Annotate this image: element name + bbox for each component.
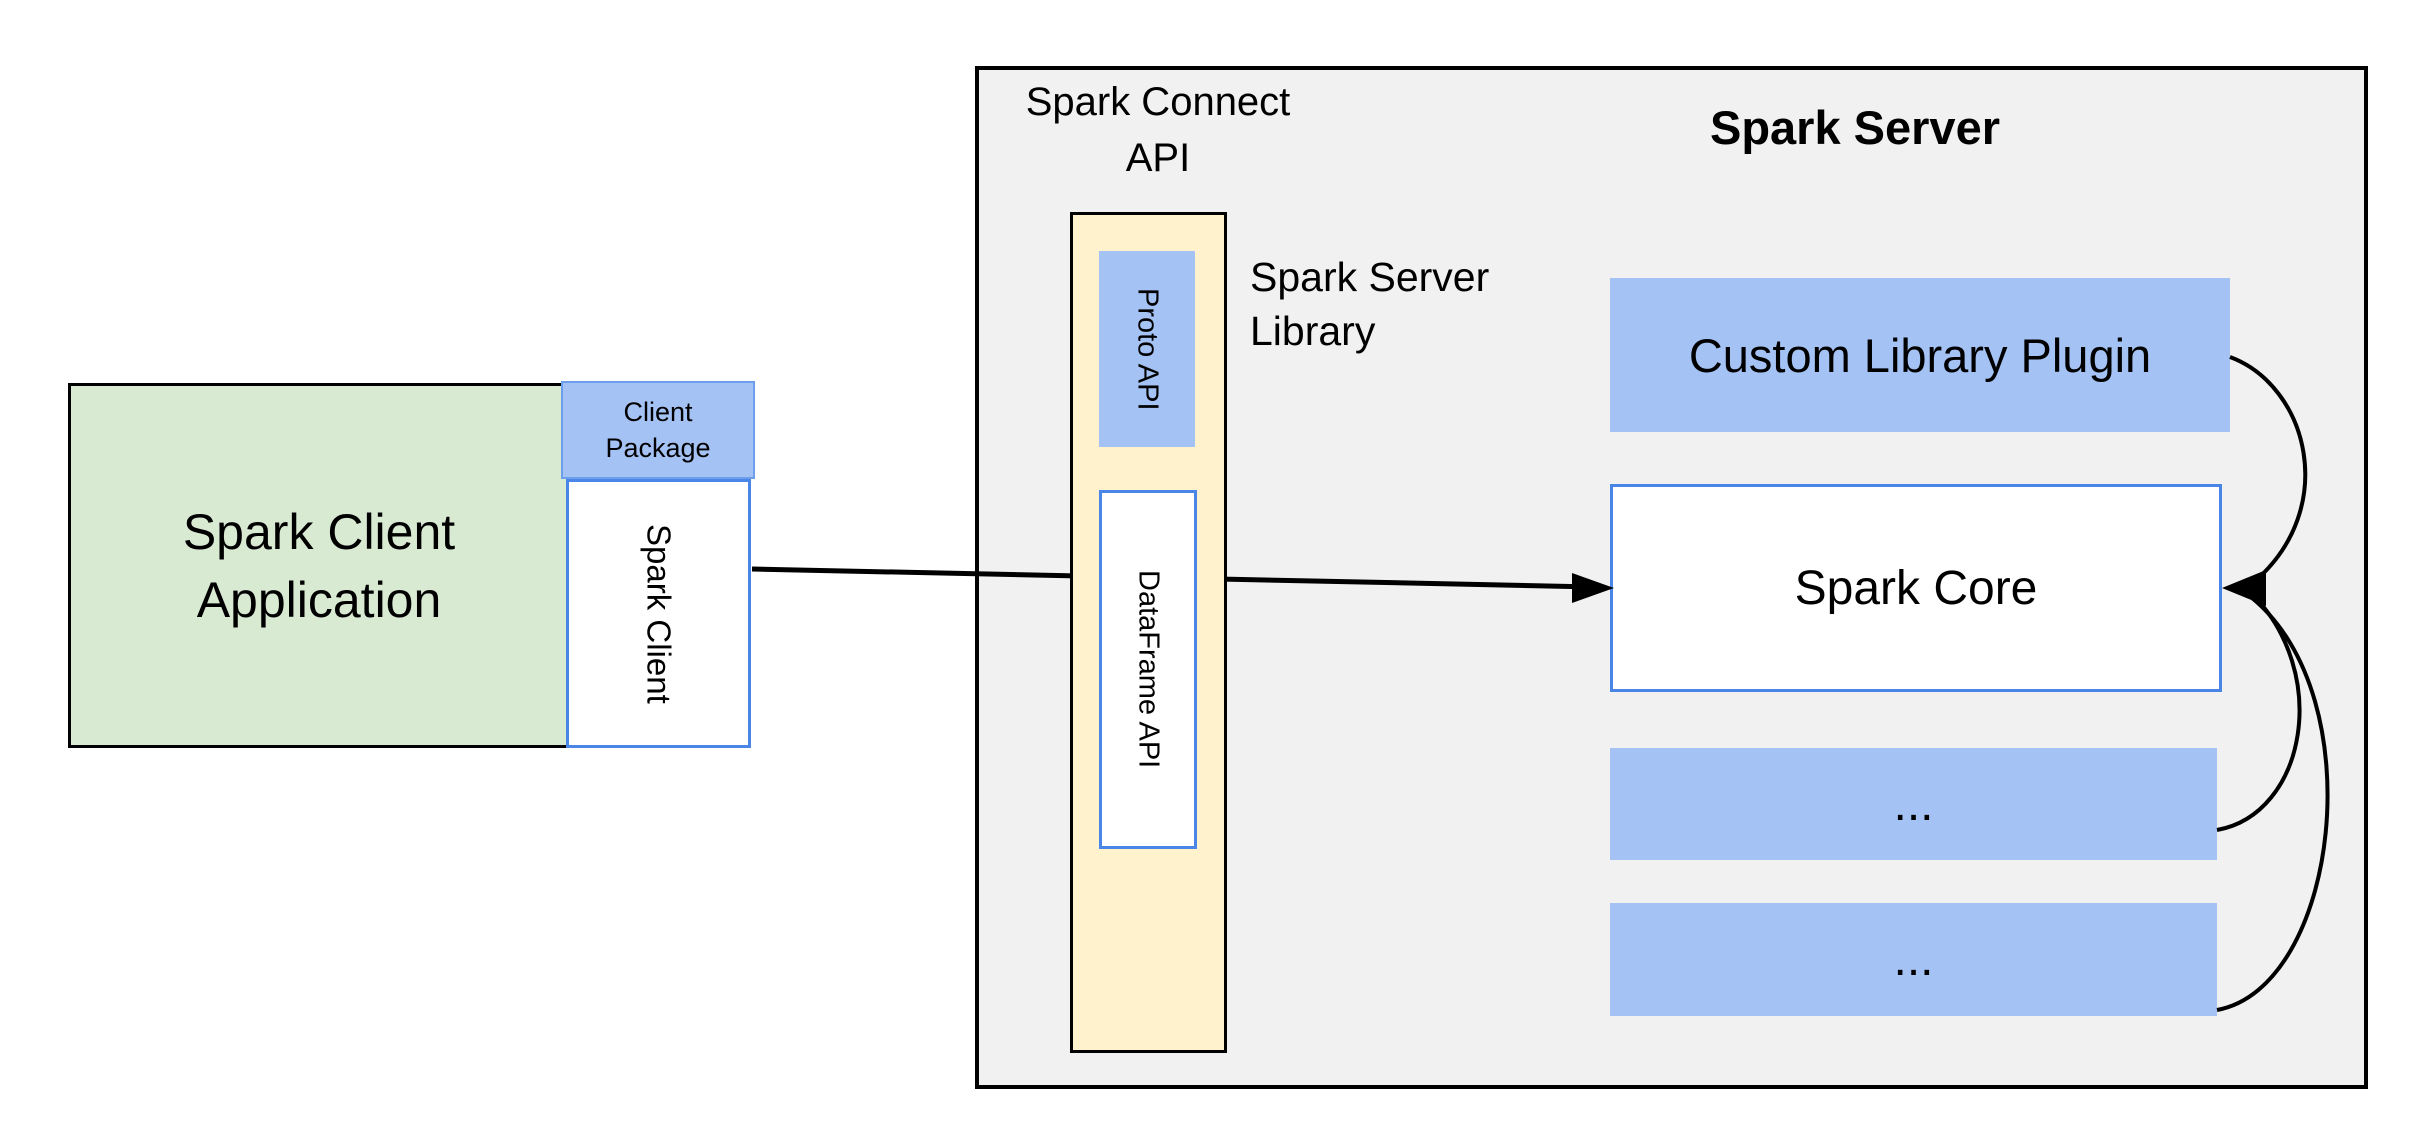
spark-core-box: Spark Core [1610,484,2222,692]
dataframe-api-box: DataFrame API [1099,490,1197,849]
spark-server-library-label: Spark Server Library [1250,254,1490,354]
plugin-placeholder-label-2: ... [1893,933,1934,986]
proto-api-label: Proto API [1131,287,1164,411]
dataframe-api-label: DataFrame API [1132,570,1165,769]
custom-library-plugin-label: Custom Library Plugin [1688,328,2152,382]
spark-server-title: Spark Server [1709,101,2001,154]
spark-client-box: Spark Client [566,479,751,748]
spark-client-label: Spark Client [640,523,678,704]
custom-library-plugin-box: Custom Library Plugin [1610,278,2230,432]
plugin-placeholder-box-2: ... [1610,903,2217,1016]
spark-connect-api-label: Spark Connect API [1025,80,1291,180]
plugin-placeholder-box-1: ... [1610,748,2217,860]
spark-client-application-label: Spark Client Application [182,503,456,628]
proto-api-box: Proto API [1099,251,1195,447]
plugin-placeholder-label-1: ... [1893,777,1934,831]
spark-core-label: Spark Core [1794,561,2038,615]
client-package-box: Client Package [561,381,755,479]
spark-client-application-box: Spark Client Application [68,383,570,748]
client-package-label: Client Package [605,397,711,463]
